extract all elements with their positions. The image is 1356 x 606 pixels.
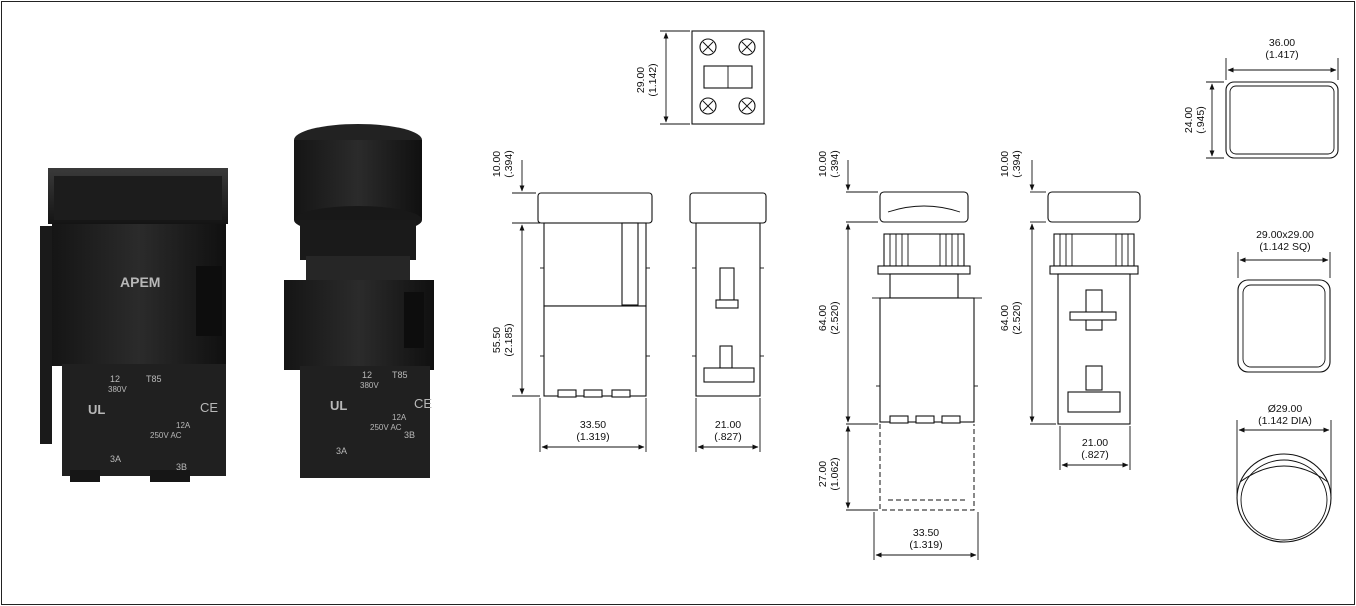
dim-round-side-body-in: (2.520) xyxy=(1011,301,1023,334)
dim-round-front-width-mm: 33.50 xyxy=(913,527,939,539)
photo2-rating-12: 12 xyxy=(362,370,372,380)
rect-side-view xyxy=(689,192,767,452)
dim-lens-rect-width-mm: 36.00 xyxy=(1269,37,1295,49)
dim-round-cap-mm: 10.00 xyxy=(817,151,829,177)
dim-round-side-width-mm: 21.00 xyxy=(1082,437,1108,449)
dim-rect-front-width-in: (1.319) xyxy=(576,431,609,443)
photo2-terminal-3b: 3B xyxy=(404,430,415,440)
photo-terminal-3b: 3B xyxy=(176,462,187,472)
photo2-rating-12a: 12A xyxy=(392,413,407,422)
photo-rating-12a: 12A xyxy=(176,421,191,430)
dim-round-front-width-in: (1.319) xyxy=(909,539,942,551)
photo-terminal-3a: 3A xyxy=(110,454,121,464)
dim-round-cap-in: (.394) xyxy=(829,150,841,177)
dim-lens-round-mm: Ø29.00 xyxy=(1268,403,1303,415)
top-view-terminals xyxy=(660,30,765,125)
dim-lens-square-mm: 29.00x29.00 xyxy=(1256,229,1314,241)
dim-top-view-height-in: (1.142) xyxy=(647,63,659,96)
dim-round-body-mm: 64.00 xyxy=(817,305,829,331)
dim-round-side-width-in: (.827) xyxy=(1081,449,1108,461)
photo-rating-12: 12 xyxy=(110,374,120,384)
photo-brand-label: APEM xyxy=(120,274,160,290)
lens-square xyxy=(1237,252,1331,373)
round-front-view xyxy=(845,160,982,560)
dim-lens-square-in: (1.142 SQ) xyxy=(1259,241,1310,253)
rect-front-view xyxy=(512,160,653,452)
dim-round-ext-mm: 27.00 xyxy=(817,461,829,487)
dim-top-view-height-mm: 29.00 xyxy=(635,67,647,93)
photo-rating-380v: 380V xyxy=(108,385,127,394)
dim-round-side-cap-in: (.394) xyxy=(1011,150,1023,177)
dim-rect-body-in: (2.185) xyxy=(503,323,515,356)
lens-round xyxy=(1236,420,1332,543)
photo-rating-t85: T85 xyxy=(146,374,162,384)
dim-rect-side-width-mm: 21.00 xyxy=(715,419,741,431)
round-side-view xyxy=(1029,160,1141,470)
dim-lens-round-in: (1.142 DIA) xyxy=(1258,415,1312,427)
photo-ul-mark: UL xyxy=(88,402,105,417)
dim-round-ext-in: (1.062) xyxy=(829,457,841,490)
photo-ce-mark: CE xyxy=(200,400,218,415)
photo2-ce-mark: CE xyxy=(414,396,432,411)
photo2-terminal-3a: 3A xyxy=(336,446,347,456)
dim-round-side-cap-mm: 10.00 xyxy=(999,151,1011,177)
lens-rectangular xyxy=(1206,58,1339,159)
photo-rectangular-switch: APEM 12 380V T85 UL 12A 250V AC CE 3A 3B xyxy=(40,168,228,482)
dim-rect-body-mm: 55.50 xyxy=(491,327,503,353)
dim-lens-rect-height-mm: 24.00 xyxy=(1183,107,1195,133)
photo2-rating-t85: T85 xyxy=(392,370,408,380)
photo-round-switch: 12 380V T85 UL 12A 250V AC CE 3A 3B xyxy=(284,124,434,478)
dim-rect-cap-in: (.394) xyxy=(503,150,515,177)
photo2-ul-mark: UL xyxy=(330,398,347,413)
photo2-rating-380v: 380V xyxy=(360,381,379,390)
dim-round-side-body-mm: 64.00 xyxy=(999,305,1011,331)
dim-rect-side-width-in: (.827) xyxy=(714,431,741,443)
dim-lens-rect-width-in: (1.417) xyxy=(1265,49,1298,61)
dim-rect-cap-mm: 10.00 xyxy=(491,151,503,177)
dim-round-body-in: (2.520) xyxy=(829,301,841,334)
photo2-rating-250v: 250V AC xyxy=(370,423,402,432)
dim-rect-front-width-mm: 33.50 xyxy=(580,419,606,431)
photo-rating-250v: 250V AC xyxy=(150,431,182,440)
dim-lens-rect-height-in: (.945) xyxy=(1195,106,1207,133)
